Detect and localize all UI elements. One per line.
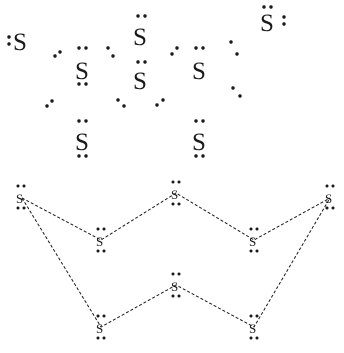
ring-atom-4-symbol: S [249, 234, 256, 249]
s-atom-6-symbol: S [192, 58, 206, 85]
s-atom-2: S [133, 14, 147, 51]
ring-atom-3-symbol: S [171, 187, 178, 202]
s-atom-3: S [260, 5, 286, 37]
ring-atom-6: S [96, 314, 106, 340]
ring-atom-1: S [16, 184, 26, 210]
upper-zigzag-bond [21, 192, 331, 241]
s-atom-8-symbol: S [192, 129, 206, 156]
ring-atom-3: S [171, 180, 181, 206]
s-atom-3-symbol: S [260, 10, 274, 37]
ring-atom-1-symbol: S [16, 191, 23, 206]
ring-atom-2: S [96, 227, 106, 253]
s-atom-5-symbol: S [133, 68, 147, 95]
ring-bonds [21, 192, 331, 328]
ring-atom-5: S [325, 184, 335, 210]
s-atom-5: S [133, 60, 147, 95]
s-atom-4-symbol: S [75, 58, 89, 85]
s-atom-7: S [75, 119, 89, 158]
s-atom-7-symbol: S [75, 129, 89, 156]
s-atom-1-symbol: S [13, 29, 27, 56]
s-atom-6: S [192, 46, 206, 85]
ring-atom-8: S [249, 314, 259, 340]
ring-atom-7-symbol: S [171, 279, 178, 294]
ring-atom-4: S [249, 227, 259, 253]
ring-atom-2-symbol: S [96, 234, 103, 249]
ring-atom-8-symbol: S [249, 321, 256, 336]
ring-atom-5-symbol: S [325, 191, 332, 206]
separate-atoms-panel: S S S S S [7, 5, 286, 158]
s8-ring-panel: S S S S S [16, 180, 335, 340]
ring-atom-7: S [171, 272, 181, 298]
s-atom-4: S [75, 46, 89, 86]
ring-atom-6-symbol: S [96, 321, 103, 336]
lower-zigzag-bond [21, 197, 331, 328]
s-atom-2-symbol: S [133, 24, 147, 51]
s-atom-8: S [192, 119, 206, 158]
s-atom-1: S [7, 29, 27, 56]
free-electron-dots [45, 40, 242, 108]
